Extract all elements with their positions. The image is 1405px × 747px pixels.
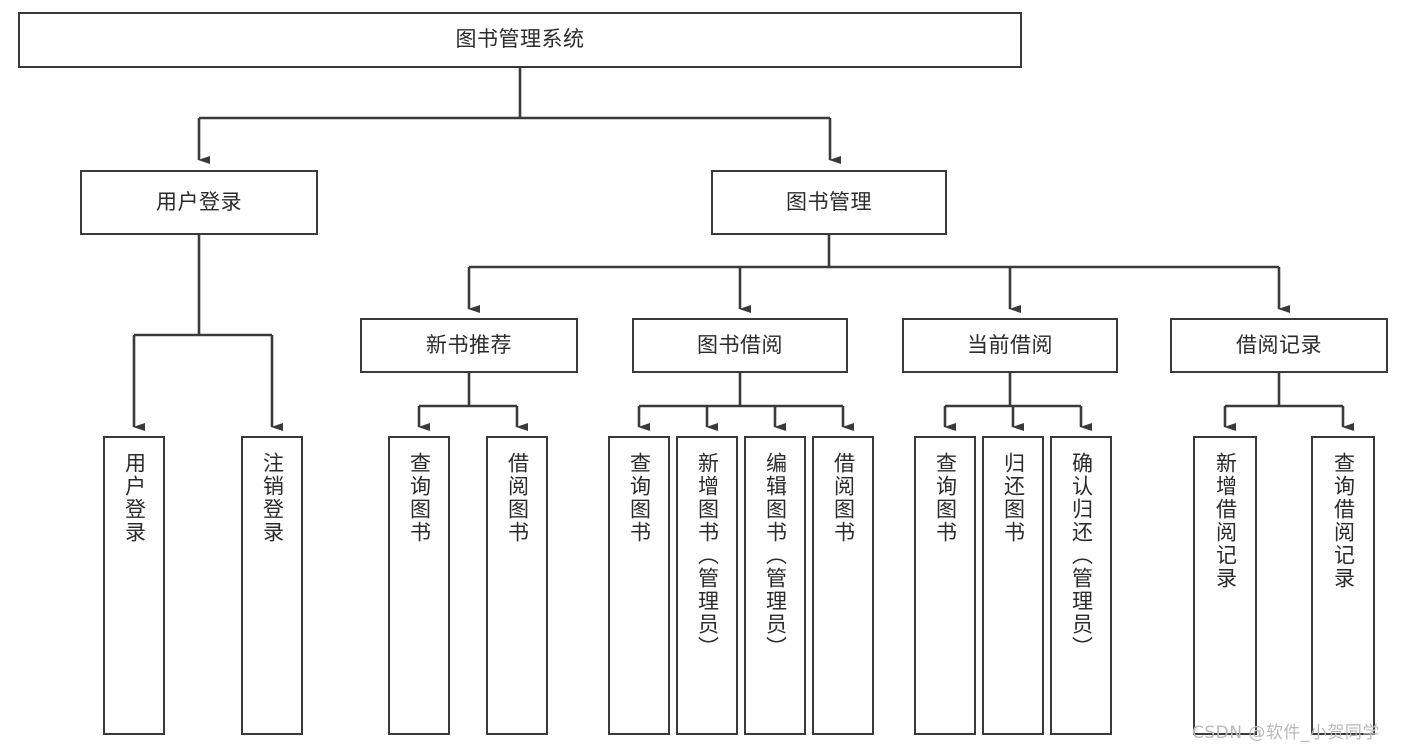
node-leaf-edit-book-admin-label: 编辑图书（管理员） (763, 452, 788, 659)
node-leaf-query-book-current-label: 查询图书 (933, 452, 958, 544)
node-leaf-borrow-book-rec-label: 借阅图书 (505, 452, 530, 544)
node-user-login[interactable]: 用户登录 (80, 170, 318, 235)
node-leaf-user-login[interactable]: 用户登录 (103, 436, 165, 735)
node-book-manage-label: 图书管理 (786, 189, 872, 214)
node-leaf-add-book-admin[interactable]: 新增图书（管理员） (676, 436, 738, 735)
node-leaf-return-book[interactable]: 归还图书 (982, 436, 1044, 735)
node-current-borrow-label: 当前借阅 (967, 332, 1053, 357)
node-leaf-borrow-book-label: 借阅图书 (831, 452, 856, 544)
csdn-watermark: CSDN @软件_小贺同学 (1192, 723, 1380, 743)
node-leaf-add-borrow-record-label: 新增借阅记录 (1213, 452, 1238, 590)
node-book-manage[interactable]: 图书管理 (711, 170, 947, 235)
node-current-borrow[interactable]: 当前借阅 (902, 318, 1118, 373)
node-leaf-return-book-label: 归还图书 (1001, 452, 1026, 544)
node-borrow-record-label: 借阅记录 (1236, 332, 1322, 357)
node-leaf-confirm-return-admin[interactable]: 确认归还（管理员） (1050, 436, 1112, 735)
node-new-book-rec-label: 新书推荐 (426, 332, 512, 357)
node-leaf-confirm-return-admin-label: 确认归还（管理员） (1069, 452, 1094, 659)
node-leaf-add-book-admin-label: 新增图书（管理员） (695, 452, 720, 659)
node-leaf-borrow-book-rec[interactable]: 借阅图书 (486, 436, 548, 735)
node-leaf-query-book-rec-label: 查询图书 (407, 452, 432, 544)
node-root-label: 图书管理系统 (455, 27, 585, 52)
node-leaf-query-borrow-record-label: 查询借阅记录 (1331, 452, 1356, 590)
node-leaf-query-book-borrow[interactable]: 查询图书 (608, 436, 670, 735)
node-book-borrow-label: 图书借阅 (697, 332, 783, 357)
node-book-borrow[interactable]: 图书借阅 (632, 318, 848, 373)
node-leaf-query-book-current[interactable]: 查询图书 (914, 436, 976, 735)
node-leaf-logout-login-label: 注销登录 (260, 452, 285, 544)
node-borrow-record[interactable]: 借阅记录 (1170, 318, 1388, 373)
node-leaf-user-login-label: 用户登录 (122, 452, 147, 544)
node-leaf-query-book-borrow-label: 查询图书 (627, 452, 652, 544)
node-leaf-logout-login[interactable]: 注销登录 (241, 436, 303, 735)
node-leaf-add-borrow-record[interactable]: 新增借阅记录 (1193, 436, 1257, 735)
node-leaf-borrow-book[interactable]: 借阅图书 (812, 436, 874, 735)
node-leaf-edit-book-admin[interactable]: 编辑图书（管理员） (744, 436, 806, 735)
node-root[interactable]: 图书管理系统 (18, 12, 1022, 68)
node-leaf-query-borrow-record[interactable]: 查询借阅记录 (1311, 436, 1375, 735)
node-new-book-rec[interactable]: 新书推荐 (360, 318, 578, 373)
node-user-login-label: 用户登录 (156, 189, 242, 214)
node-leaf-query-book-rec[interactable]: 查询图书 (388, 436, 450, 735)
